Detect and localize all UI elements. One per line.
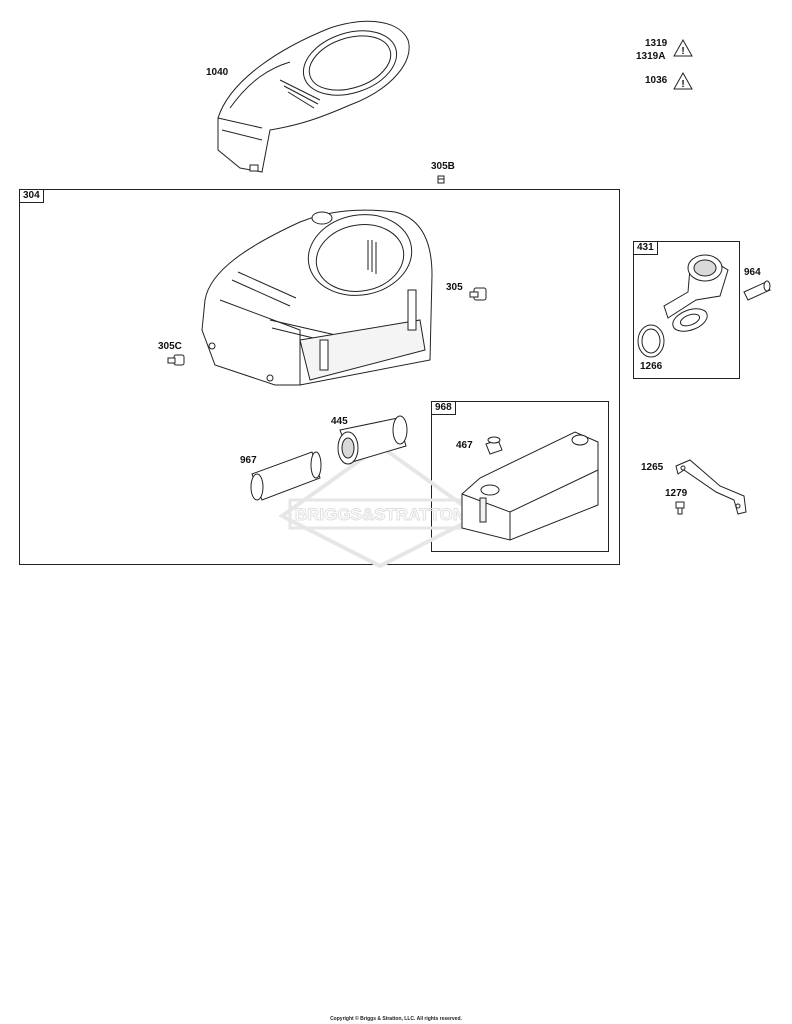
svg-text:!: !: [681, 79, 684, 90]
part-445-filter: [337, 415, 408, 465]
part-305b-bolt: [437, 175, 445, 184]
label-467: 467: [456, 440, 473, 451]
label-964: 964: [744, 267, 761, 278]
part-1266-gasket: [637, 324, 665, 358]
part-967-sleeve: [250, 451, 322, 501]
copyright-footer: Copyright © Briggs & Stratton, LLC. All …: [330, 1016, 462, 1022]
box-label-968: 968: [431, 401, 456, 415]
assembly-frame-431: [633, 241, 740, 379]
svg-text:!: !: [681, 46, 684, 57]
watermark-text: BRIGGS&STRATTON: [295, 505, 465, 524]
part-968-cover: [461, 431, 599, 541]
label-967: 967: [240, 455, 257, 466]
part-467-knob: [485, 436, 503, 455]
part-431-elbow: [663, 254, 729, 332]
part-1279-screw: [675, 501, 685, 515]
box-label-431: 431: [633, 241, 658, 255]
label-305: 305: [446, 282, 463, 293]
part-1265-bracket: [675, 459, 747, 515]
assembly-frame-304: [19, 189, 620, 565]
label-1319a: 1319A: [636, 51, 666, 62]
label-1265: 1265: [641, 462, 664, 473]
warning-triangle-icon: !: [673, 38, 693, 57]
label-1036: 1036: [645, 75, 668, 86]
part-1040-cover: [217, 20, 410, 173]
label-305c: 305C: [158, 341, 182, 352]
label-1319: 1319: [645, 38, 668, 49]
part-964-pin: [743, 280, 771, 301]
label-1279: 1279: [665, 488, 688, 499]
label-1040: 1040: [206, 67, 229, 78]
assembly-frame-968: [431, 401, 609, 552]
box-label-304: 304: [19, 189, 44, 203]
part-304-housing: [201, 209, 433, 386]
part-305-bolt: [469, 287, 487, 301]
label-1266: 1266: [640, 361, 663, 372]
part-305c-bolt: [167, 354, 185, 366]
label-445: 445: [331, 416, 348, 427]
label-305b: 305B: [431, 161, 455, 172]
warning-triangle-icon: !: [673, 71, 693, 90]
